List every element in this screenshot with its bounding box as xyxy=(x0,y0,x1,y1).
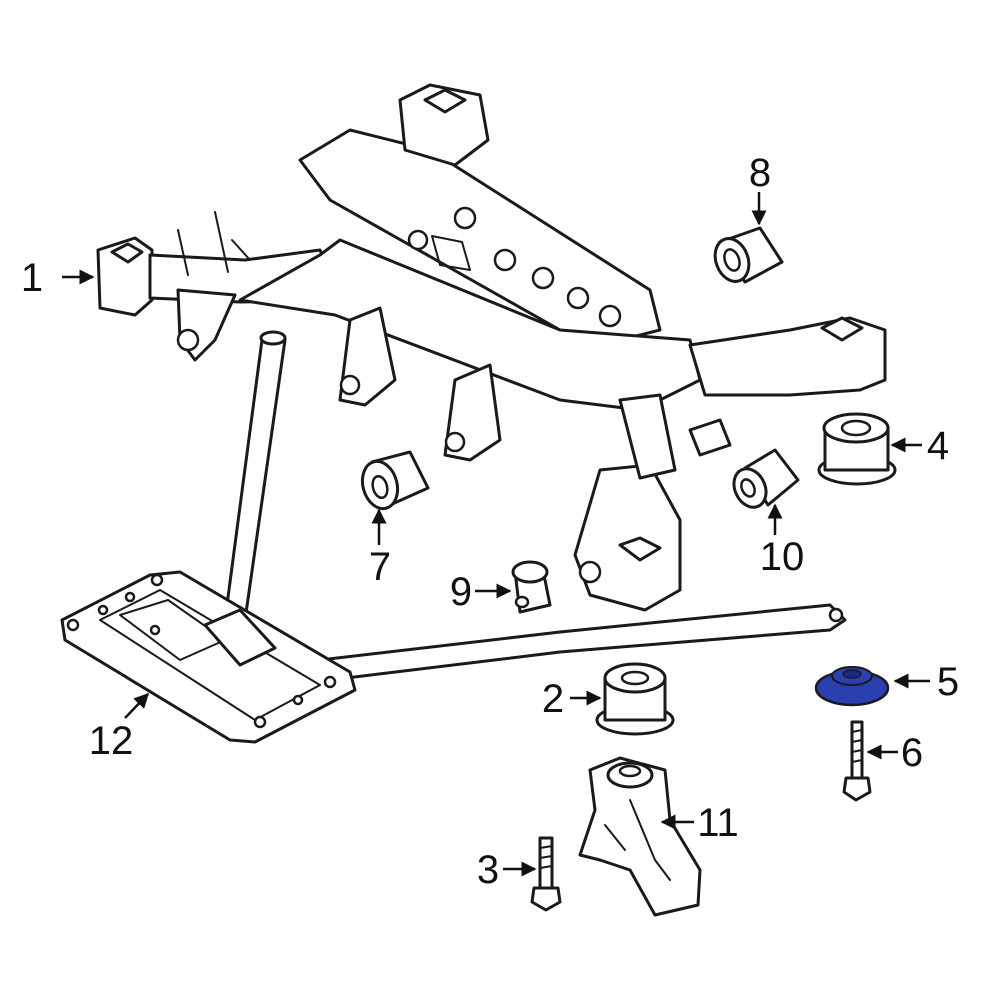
callout-6: 6 xyxy=(866,731,923,775)
callout-4-label: 4 xyxy=(927,424,949,468)
plate-holes xyxy=(66,573,337,729)
callout-3-label: 3 xyxy=(477,848,499,892)
callout-11: 11 xyxy=(660,801,739,845)
callout-11-label: 11 xyxy=(697,801,739,845)
callout-10: 10 xyxy=(760,503,805,579)
callout-9: 9 xyxy=(450,570,512,614)
bolt-right xyxy=(842,720,872,802)
upper-insulator xyxy=(595,662,675,736)
bracket xyxy=(578,756,702,917)
bushing-rear xyxy=(713,226,784,284)
subframe xyxy=(96,83,887,612)
bolt-left xyxy=(530,836,562,912)
callout-7-label: 7 xyxy=(369,545,391,589)
callout-12: 12 xyxy=(89,692,150,763)
bushing-right xyxy=(732,448,800,509)
callout-7: 7 xyxy=(369,508,391,589)
front-insulator xyxy=(817,412,897,486)
washer-highlighted xyxy=(814,666,890,707)
callout-2: 2 xyxy=(542,677,602,721)
callout-3: 3 xyxy=(477,848,537,892)
callout-8: 8 xyxy=(749,151,771,226)
callout-9-label: 9 xyxy=(450,570,472,614)
callout-1-label: 1 xyxy=(21,256,43,300)
callout-12-label: 12 xyxy=(89,719,134,763)
bushing-left xyxy=(360,450,430,511)
callout-5: 5 xyxy=(893,660,959,704)
callout-5-label: 5 xyxy=(937,660,959,704)
brace-plate xyxy=(60,330,847,744)
callout-1: 1 xyxy=(21,256,95,300)
bushing-small xyxy=(511,560,552,614)
callout-8-label: 8 xyxy=(749,151,771,195)
callout-4: 4 xyxy=(890,424,949,468)
crossmember-holes xyxy=(407,206,622,328)
callout-6-label: 6 xyxy=(901,731,923,775)
callout-10-label: 10 xyxy=(760,535,805,579)
callout-2-label: 2 xyxy=(542,677,564,721)
